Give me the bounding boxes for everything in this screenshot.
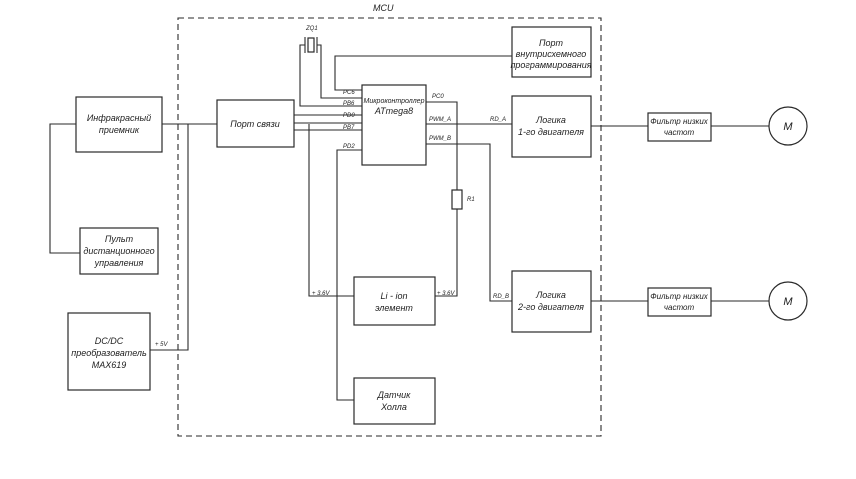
svg-text:M: M [783, 121, 793, 133]
svg-text:приемник: приемник [99, 125, 140, 135]
svg-text:2-го двигателя: 2-го двигателя [517, 302, 584, 312]
svg-text:MAX619: MAX619 [92, 360, 127, 370]
block-remote-control: Пульт дистанционного управления [79, 227, 159, 275]
svg-text:управления: управления [94, 258, 144, 268]
block-motor1-logic: Логика 1-го двигателя [511, 95, 592, 158]
svg-text:DC/DC: DC/DC [95, 336, 124, 346]
pin-pd2: PD2 [343, 144, 355, 150]
block-ir-receiver: Инфракрасный приемник [75, 96, 163, 153]
pin-pb6: PB6 [343, 101, 355, 107]
resistor-label: R1 [467, 197, 475, 203]
svg-text:Инфракрасный: Инфракрасный [87, 113, 151, 123]
signal-rd-a: RD_A [490, 117, 506, 123]
svg-text:Датчик: Датчик [377, 390, 412, 400]
svg-text:элемент: элемент [375, 303, 413, 313]
block-lowpass-filter-2: Фильтр низких частот [647, 287, 712, 317]
block-microcontroller: Микроконтроллер ATmega8 [361, 84, 427, 166]
mcu-frame [177, 17, 602, 437]
svg-text:Фильтр низких: Фильтр низких [650, 117, 709, 126]
svg-text:Пульт: Пульт [105, 234, 134, 244]
voltage-5v: + 5V [155, 342, 169, 348]
block-dcdc-converter: DC/DC преобразователь MAX619 [67, 312, 151, 391]
svg-text:внутрисхемного: внутрисхемного [516, 49, 587, 59]
pin-pc0: PC0 [432, 94, 444, 100]
svg-text:дистанционного: дистанционного [83, 246, 154, 256]
block-comm-port: Порт связи [216, 99, 295, 148]
resistor-r1 [451, 189, 463, 210]
block-hall-sensor: Датчик Холла [353, 377, 436, 425]
quartz-label: ZQ1 [305, 26, 318, 32]
svg-text:Li - ion: Li - ion [380, 291, 407, 301]
motor-1: M [768, 106, 808, 146]
svg-text:Логика: Логика [535, 115, 566, 125]
svg-text:M: M [783, 296, 793, 308]
pin-pwm-a: PWM_A [429, 117, 451, 123]
pin-pc6: PC6 [343, 90, 355, 96]
motor-2: M [768, 281, 808, 321]
block-isp-port: Порт внутрисхемного программирования [510, 26, 592, 78]
mcu-frame-label: MCU [373, 3, 394, 13]
svg-text:частот: частот [664, 128, 695, 137]
voltage-3v6-left: + 3.6V [312, 291, 331, 297]
signal-rd-b: RD_B [493, 294, 509, 300]
svg-text:Микроконтроллер: Микроконтроллер [364, 98, 425, 105]
svg-text:1-го двигателя: 1-го двигателя [518, 127, 584, 137]
pin-pb7: PB7 [343, 125, 355, 131]
block-motor2-logic: Логика 2-го двигателя [511, 270, 592, 333]
svg-text:преобразователь: преобразователь [71, 348, 147, 358]
block-li-ion-cell: Li - ion элемент [353, 276, 436, 326]
quartz-resonator [304, 37, 318, 53]
voltage-3v6-right: + 3.6V [437, 291, 456, 297]
svg-text:частот: частот [664, 303, 695, 312]
svg-text:программирования: программирования [510, 60, 591, 70]
svg-text:Фильтр низких: Фильтр низких [650, 292, 709, 301]
svg-text:ATmega8: ATmega8 [374, 106, 413, 116]
svg-text:Холла: Холла [380, 402, 407, 412]
svg-text:Порт: Порт [539, 38, 564, 48]
wires [49, 44, 769, 401]
pin-pwm-b: PWM_B [429, 136, 451, 142]
svg-text:Логика: Логика [535, 290, 566, 300]
pin-pd0: PD0 [343, 113, 355, 119]
svg-text:Порт связи: Порт связи [230, 119, 280, 129]
block-lowpass-filter-1: Фильтр низких частот [647, 112, 712, 142]
